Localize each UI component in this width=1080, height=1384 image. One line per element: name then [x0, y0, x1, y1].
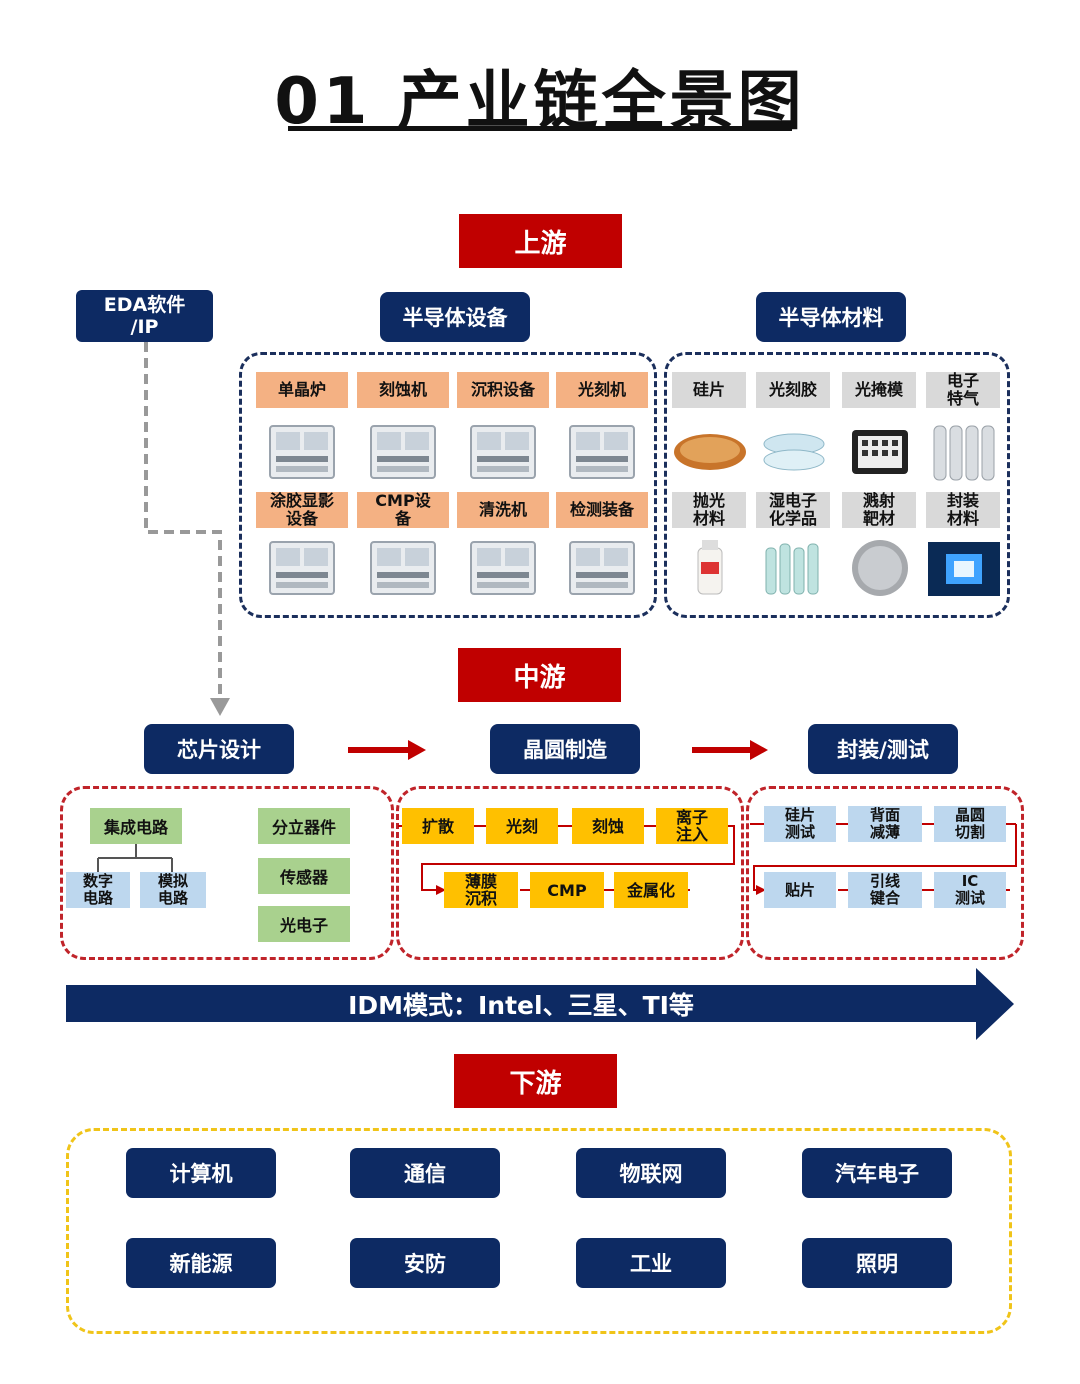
- downstream-new-energy: 新能源: [126, 1238, 276, 1288]
- crystal-furnace-icon: [256, 418, 348, 486]
- material-label: 光掩模: [842, 372, 916, 408]
- pack-wire-bonding: 引线 键合: [848, 872, 922, 908]
- electronic-gas-icon: [924, 418, 1004, 486]
- materials-panel: [664, 352, 1010, 618]
- fab-cmp: CMP: [530, 872, 604, 908]
- equipment-label: 检测装备: [556, 492, 648, 528]
- downstream-iot: 物联网: [576, 1148, 726, 1198]
- cmp-equipment-icon: [357, 534, 449, 602]
- equipment-panel: [239, 352, 657, 618]
- sensor-box: 传感器: [258, 858, 350, 894]
- fab-panel: [396, 786, 744, 960]
- equipment-label: 光刻机: [556, 372, 648, 408]
- midstream-header: 中游: [458, 648, 621, 702]
- downstream-header: 下游: [454, 1054, 617, 1108]
- cleaning-machine-icon: [457, 534, 549, 602]
- silicon-wafer-icon: [670, 418, 750, 486]
- pack-back-thinning: 背面 减薄: [848, 806, 922, 842]
- equipment-label: 清洗机: [457, 492, 549, 528]
- fab-film-deposition: 薄膜 沉积: [444, 872, 518, 908]
- downstream-communication: 通信: [350, 1148, 500, 1198]
- downstream-computer: 计算机: [126, 1148, 276, 1198]
- ic-box: 集成电路: [90, 808, 182, 844]
- equipment-label: 沉积设备: [457, 372, 549, 408]
- fab-ion-implant: 离子 注入: [656, 808, 728, 844]
- material-label: 湿电子 化学品: [756, 492, 830, 528]
- fab-metallization: 金属化: [614, 872, 688, 908]
- digital-circuit-box: 数字 电路: [66, 872, 130, 908]
- analog-circuit-box: 模拟 电路: [140, 872, 206, 908]
- pack-wafer-dicing: 晶圆 切割: [934, 806, 1006, 842]
- material-label: 光刻胶: [756, 372, 830, 408]
- equipment-label: 涂胶显影 设备: [256, 492, 348, 528]
- pack-die-attach: 贴片: [764, 872, 836, 908]
- fab-diffusion: 扩散: [402, 808, 474, 844]
- eda-ip-box: EDA软件 /IP: [76, 290, 213, 342]
- pack-wafer-test: 硅片 测试: [764, 806, 836, 842]
- inspection-equipment-icon: [556, 534, 648, 602]
- stage-pack-test: 封装/测试: [808, 724, 958, 774]
- fab-lithography: 光刻: [486, 808, 558, 844]
- lithography-machine-icon: [556, 418, 648, 486]
- downstream-industry: 工业: [576, 1238, 726, 1288]
- stage-wafer-fab: 晶圆制造: [490, 724, 640, 774]
- design-panel: [60, 786, 394, 960]
- polishing-material-icon: [670, 534, 750, 602]
- downstream-panel: [66, 1128, 1012, 1334]
- equipment-title: 半导体设备: [380, 292, 530, 342]
- photomask-icon: [840, 418, 920, 486]
- packaging-material-icon: [924, 534, 1004, 602]
- downstream-security: 安防: [350, 1238, 500, 1288]
- deposition-equipment-icon: [457, 418, 549, 486]
- material-label: 电子 特气: [926, 372, 1000, 408]
- equipment-label: 单晶炉: [256, 372, 348, 408]
- discrete-device-box: 分立器件: [258, 808, 350, 844]
- wet-chemicals-icon: [754, 534, 834, 602]
- optoelectronics-box: 光电子: [258, 906, 350, 942]
- stage-chip-design: 芯片设计: [144, 724, 294, 774]
- equipment-label: CMP设 备: [357, 492, 449, 528]
- material-label: 抛光 材料: [672, 492, 746, 528]
- upstream-header: 上游: [459, 214, 622, 268]
- pack-test-panel: [746, 786, 1024, 960]
- pack-ic-test: IC 测试: [934, 872, 1006, 908]
- etching-machine-icon: [357, 418, 449, 486]
- material-label: 封装 材料: [926, 492, 1000, 528]
- sputtering-target-icon: [840, 534, 920, 602]
- fab-etching: 刻蚀: [572, 808, 644, 844]
- idm-mode-label: IDM模式：Intel、三星、TI等: [348, 991, 694, 1020]
- downstream-auto-electronics: 汽车电子: [802, 1148, 952, 1198]
- coater-developer-icon: [256, 534, 348, 602]
- material-label: 硅片: [672, 372, 746, 408]
- equipment-label: 刻蚀机: [357, 372, 449, 408]
- title-underline: [288, 126, 792, 131]
- materials-title: 半导体材料: [756, 292, 906, 342]
- downstream-lighting: 照明: [802, 1238, 952, 1288]
- photoresist-icon: [754, 418, 834, 486]
- material-label: 溅射 靶材: [842, 492, 916, 528]
